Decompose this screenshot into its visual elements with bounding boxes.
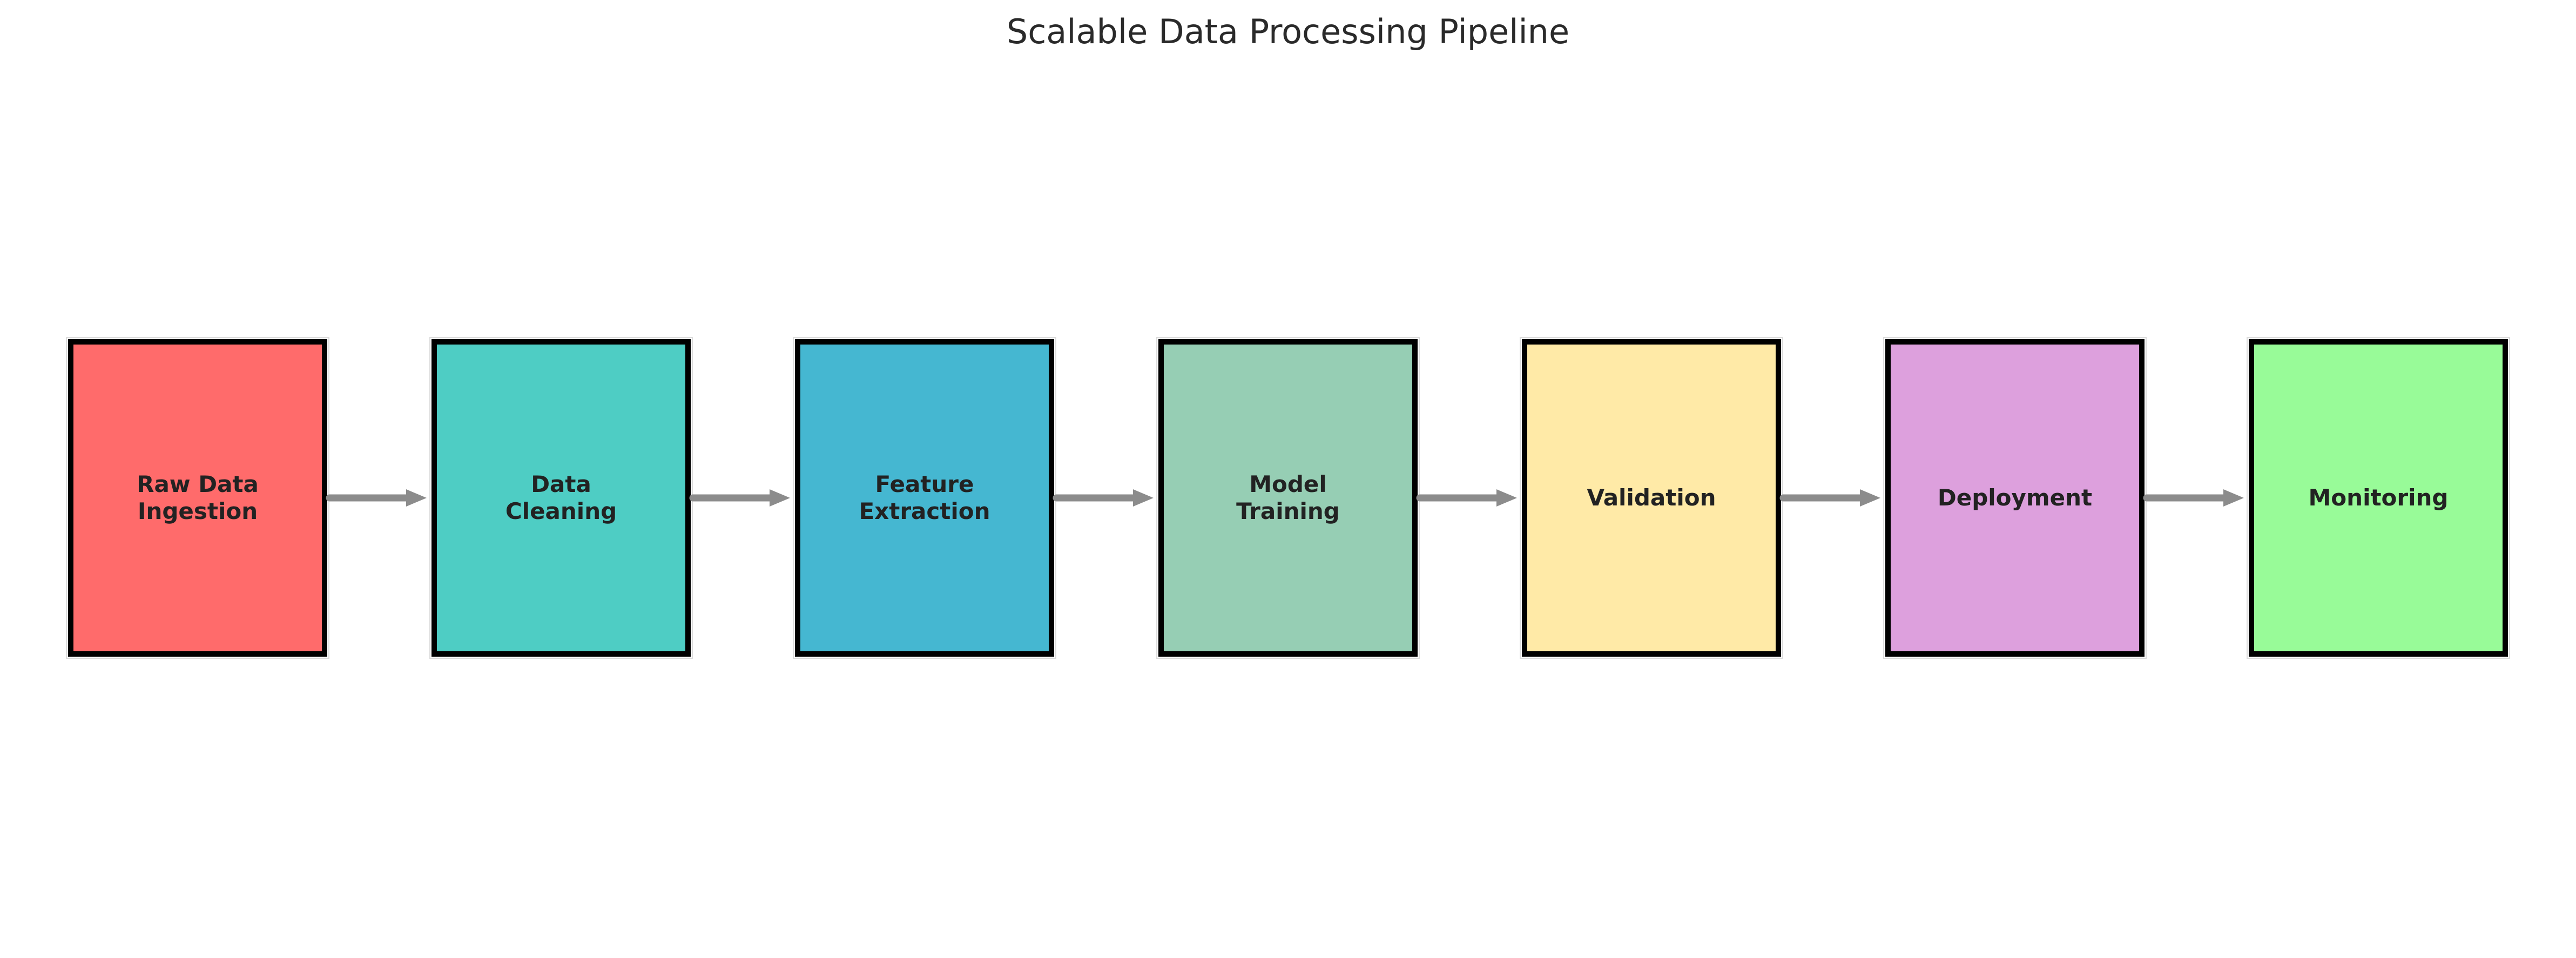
stage-deployment: Deployment bbox=[1883, 337, 2147, 659]
flow-arrow-3 bbox=[1053, 489, 1154, 507]
stage-label: Deployment bbox=[1937, 484, 2093, 511]
stage-feature-extraction: Feature Extraction bbox=[793, 337, 1056, 659]
stage-model-training: Model Training bbox=[1156, 337, 1420, 659]
stage-label: Feature Extraction bbox=[859, 471, 990, 524]
flow-arrow-4 bbox=[1416, 489, 1517, 507]
flow-arrow-1 bbox=[326, 489, 427, 507]
stage-data-cleaning: Data Cleaning bbox=[429, 337, 693, 659]
stage-validation: Validation bbox=[1520, 337, 1783, 659]
flow-arrow-5 bbox=[1779, 489, 1880, 507]
flow-arrow-2 bbox=[689, 489, 790, 507]
stage-label: Raw Data Ingestion bbox=[137, 471, 259, 524]
stage-label: Model Training bbox=[1236, 471, 1340, 524]
flow-arrow-6 bbox=[2143, 489, 2244, 507]
stage-monitoring: Monitoring bbox=[2247, 337, 2510, 659]
stage-raw-data-ingestion: Raw Data Ingestion bbox=[66, 337, 329, 659]
diagram-title: Scalable Data Processing Pipeline bbox=[1006, 12, 1570, 51]
stage-label: Data Cleaning bbox=[505, 471, 617, 524]
stage-label: Validation bbox=[1587, 484, 1716, 511]
stage-label: Monitoring bbox=[2308, 484, 2449, 511]
